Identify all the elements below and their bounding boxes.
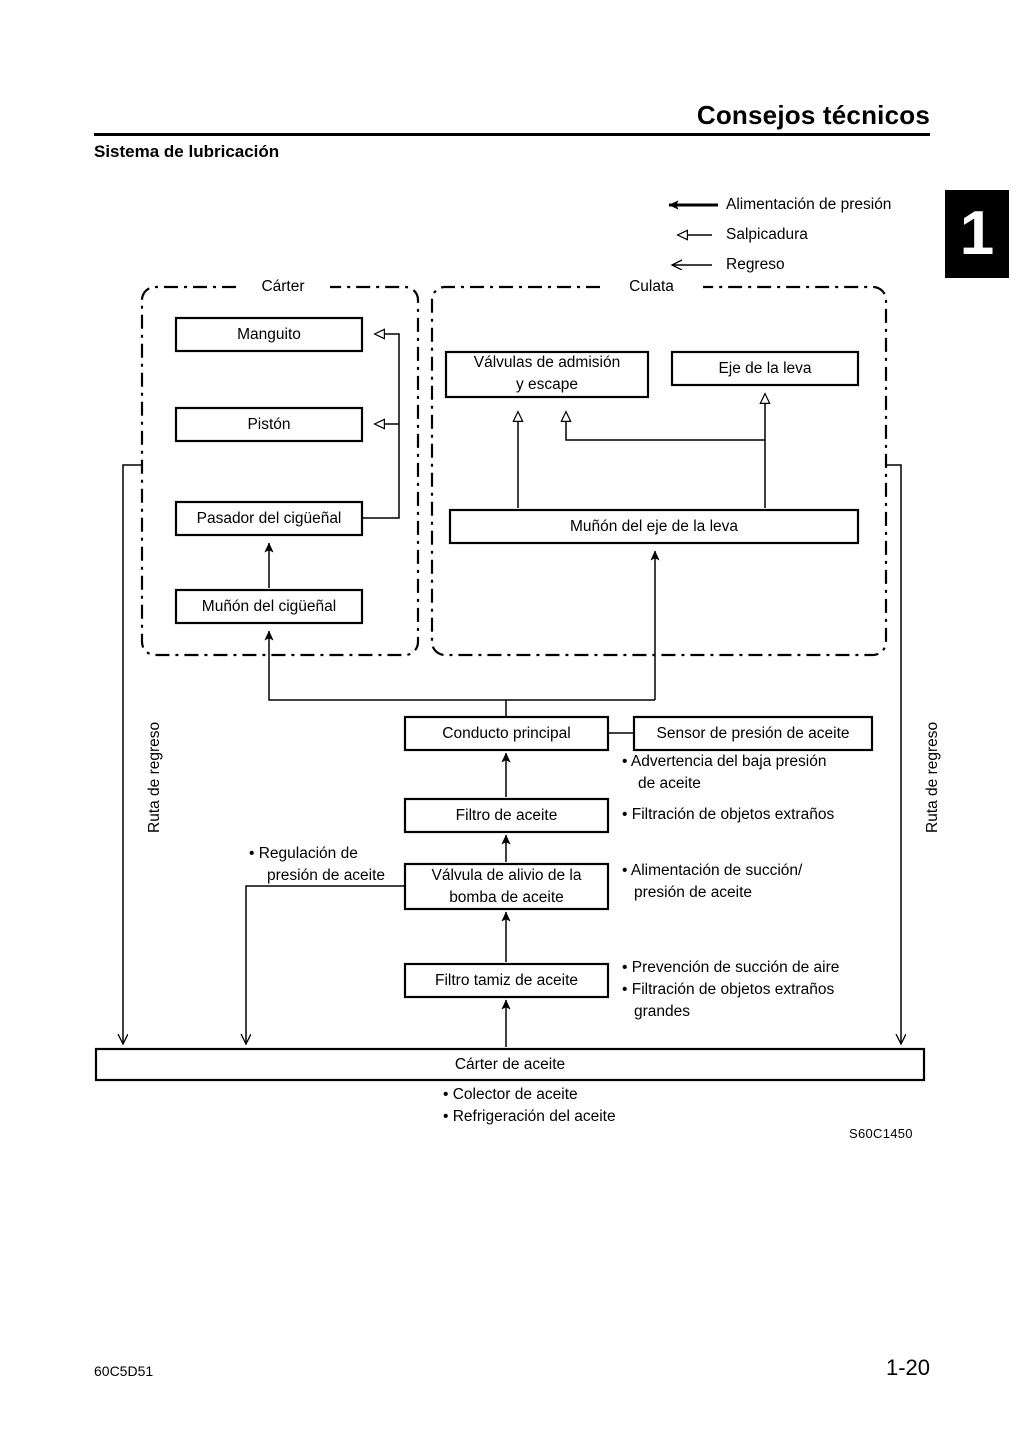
box-label-conducto: Conducto principal — [442, 724, 571, 742]
box-label-munon-ciguenal: Muñón del cigüeñal — [201, 597, 337, 615]
note-filtro-tamiz-line1: • Prevención de succión de aire — [622, 959, 840, 976]
label-return-route-right: Ruta de regreso — [924, 721, 941, 833]
box-label-eje-leva: Eje de la leva — [718, 359, 812, 377]
header-rule — [94, 133, 930, 136]
box-label-valvulas-line2: y escape — [515, 375, 579, 393]
box-label-munon-leva: Muñón del eje de la leva — [569, 517, 739, 535]
box-filtro-aceite — [403, 797, 610, 834]
figure-code: S60C1450 — [849, 1126, 913, 1141]
box-label-carter-aceite: Cárter de aceite — [454, 1055, 566, 1073]
box-filtro-tamiz — [403, 962, 610, 999]
footer-page-number: 1-20 — [885, 1355, 930, 1380]
link-gallery-munon-ciguenal — [264, 630, 506, 701]
chapter-tab: 1 — [945, 190, 1009, 278]
box-manguito — [174, 316, 364, 353]
box-label-valvula-alivio-line2: bomba de aceite — [449, 889, 564, 906]
box-valvulas — [444, 350, 650, 399]
section-title: Sistema de lubricación — [94, 142, 280, 161]
box-munon-leva — [448, 508, 860, 545]
box-piston — [174, 406, 364, 443]
link-pasador-manguito — [362, 334, 400, 519]
box-label-pasador: Pasador del cigüeñal — [196, 509, 342, 527]
note-regulacion-line2: presión de aceite — [267, 867, 386, 884]
return-route-left — [123, 464, 142, 1044]
box-label-manguito: Manguito — [237, 325, 301, 343]
note-carter-aceite: • Colector de aceite • Refrigeración del… — [443, 1084, 616, 1128]
note-valvula-alivio-line2: presión de aceite — [634, 884, 753, 901]
note-filtro-aceite: • Filtración de objetos extraños — [622, 804, 834, 826]
note-filtro-aceite-line1: • Filtración de objetos extraños — [622, 806, 835, 823]
note-sensor-line1: • Advertencia del baja presión — [622, 753, 827, 770]
note-regulacion-line1: • Regulación de — [249, 845, 358, 862]
note-regulacion: • Regulación de presión de aceite — [249, 843, 385, 887]
box-label-filtro-tamiz: Filtro tamiz de aceite — [435, 971, 578, 989]
link-relief-return — [246, 885, 405, 1044]
box-label-sensor: Sensor de presión de aceite — [656, 724, 850, 742]
chapter-tab-number: 1 — [959, 199, 995, 268]
group-carter-outline — [140, 285, 420, 657]
box-valvula-alivio — [403, 862, 610, 911]
note-carter-aceite-line1: • Colector de aceite — [443, 1086, 578, 1103]
note-filtro-tamiz-line3: grandes — [634, 1003, 691, 1020]
page-title: Consejos técnicos — [696, 100, 930, 130]
box-eje-leva — [670, 350, 860, 387]
footer-doc-code: 60C5D51 — [94, 1363, 154, 1379]
box-munon-ciguenal — [174, 588, 364, 625]
group-culata-outline — [430, 285, 888, 657]
note-sensor-line2: de aceite — [638, 775, 701, 792]
label-return-route-left: Ruta de regreso — [146, 721, 163, 833]
box-sensor — [632, 715, 874, 752]
legend-label-return: Regreso — [726, 256, 785, 273]
link-ejeleva-valvulas — [566, 412, 765, 441]
box-label-valvulas-line1: Válvulas de admisión — [473, 354, 621, 371]
note-carter-aceite-line2: • Refrigeración del aceite — [443, 1108, 616, 1125]
return-route-right — [886, 464, 901, 1044]
box-label-valvula-alivio-line1: Válvula de alivio de la — [431, 866, 582, 884]
box-label-filtro-aceite: Filtro de aceite — [455, 806, 558, 824]
group-label-carter: Cárter — [236, 278, 330, 296]
note-filtro-tamiz-line2: • Filtración de objetos extraños — [622, 981, 835, 998]
legend-label-pressure: Alimentación de presión — [726, 196, 892, 213]
box-carter-aceite — [94, 1047, 926, 1082]
box-label-piston: Pistón — [247, 415, 291, 433]
note-sensor: • Advertencia del baja presión de aceite — [622, 751, 826, 795]
note-valvula-alivio-line1: • Alimentación de succión/ — [622, 862, 803, 879]
group-label-culata: Culata — [600, 278, 703, 296]
box-pasador — [174, 500, 364, 537]
legend-label-splash: Salpicadura — [726, 226, 808, 243]
note-filtro-tamiz: • Prevención de succión de aire • Filtra… — [622, 957, 839, 1023]
note-valvula-alivio: • Alimentación de succión/ presión de ac… — [622, 860, 802, 904]
gallery-spine — [505, 699, 655, 717]
